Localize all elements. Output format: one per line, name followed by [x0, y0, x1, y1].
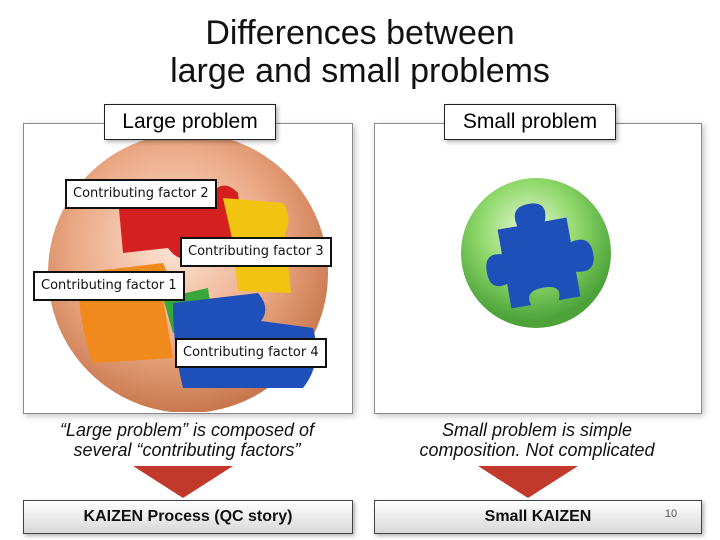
small-problem-caption-line-1: Small problem is simple: [441, 420, 633, 440]
down-arrow-icon: [478, 466, 578, 498]
small-problem-caption-line-2: composition. Not complicated: [419, 440, 655, 460]
small-problem-caption: Small problem is simple composition. Not…: [374, 420, 700, 460]
large-problem-label: Large problem: [104, 104, 276, 140]
contributing-factor-2-label: Contributing factor 2: [65, 179, 217, 209]
large-problem-caption-line-1: “Large problem” is composed of: [59, 420, 315, 440]
contributing-factor-1-label: Contributing factor 1: [33, 271, 185, 301]
slide-title-line-1: Differences between: [205, 14, 515, 52]
small-problem-panel: [374, 123, 702, 414]
slide-title-line-2: large and small problems: [170, 52, 550, 90]
contributing-factor-4-label: Contributing factor 4: [175, 338, 327, 368]
kaizen-process-box: KAIZEN Process (QC story): [23, 500, 353, 534]
large-problem-caption: “Large problem” is composed of several “…: [23, 420, 351, 460]
small-kaizen-box: Small KAIZEN: [374, 500, 702, 534]
small-problem-puzzle-image: [461, 178, 611, 328]
down-arrow-icon: [133, 466, 233, 498]
small-problem-label: Small problem: [444, 104, 616, 140]
large-problem-caption-line-2: several “contributing factors”: [73, 440, 301, 460]
contributing-factor-3-label: Contributing factor 3: [180, 237, 332, 267]
page-number: 10: [664, 508, 678, 520]
large-problem-puzzle-image: [48, 133, 328, 412]
slide-title: Differences between large and small prob…: [0, 14, 720, 90]
